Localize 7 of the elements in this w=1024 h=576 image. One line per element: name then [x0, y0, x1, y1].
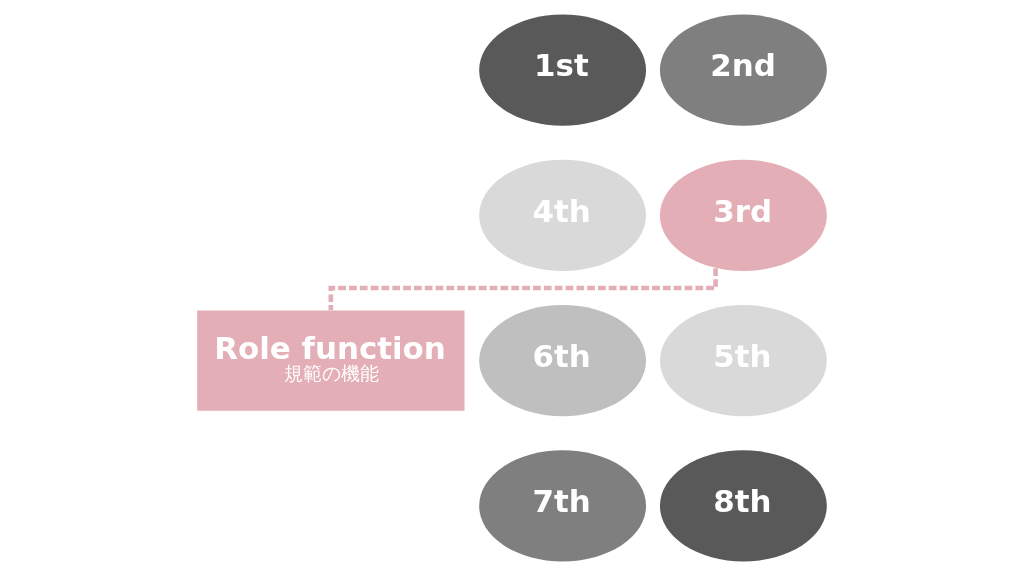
- node-ellipse: 6th: [479, 305, 647, 417]
- node-ellipse: 8th: [659, 450, 827, 562]
- node-box: Role function 規範の機能: [197, 310, 465, 411]
- node-ellipse: 2nd: [659, 14, 827, 126]
- node-ellipse: 3rd: [659, 159, 827, 271]
- node-ellipse: 1st: [479, 14, 647, 126]
- node-ellipse: 7th: [479, 450, 647, 562]
